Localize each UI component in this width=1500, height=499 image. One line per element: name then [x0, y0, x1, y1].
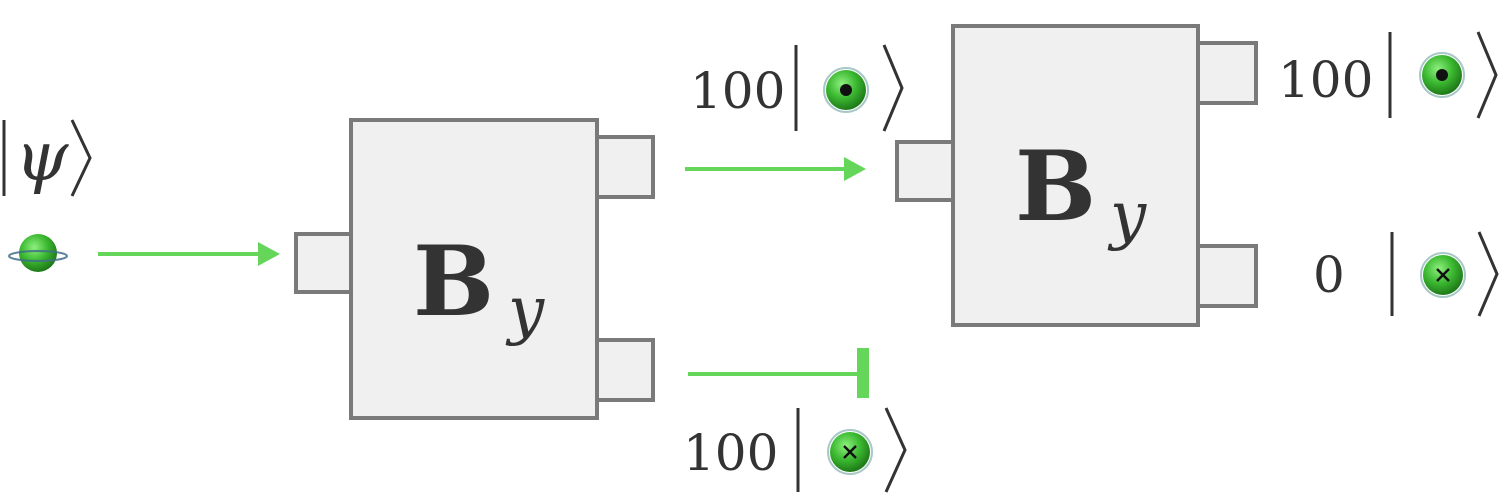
device-1-lower-ket: 100 — [683, 407, 907, 493]
device-1-upper-count: 100 — [690, 62, 785, 120]
device-1-lower-count: 100 — [683, 424, 778, 482]
device-2-lower-ket: 0 — [1313, 231, 1499, 317]
device-1-upper-port — [595, 135, 655, 199]
lower-beam-blocked — [688, 348, 869, 398]
input-beam-arrow — [98, 242, 280, 266]
input-ket: ψ — [2, 118, 92, 197]
device-1-body — [349, 118, 599, 420]
psi-symbol: ψ — [15, 118, 69, 197]
device-2-upper-port — [1196, 41, 1258, 105]
device-2-body — [951, 24, 1200, 327]
device-1-upper-ket: 100 — [690, 44, 904, 132]
upper-beam-arrow — [685, 157, 866, 181]
device-1-subscript: y — [505, 274, 545, 348]
cross-in-circle-icon — [827, 429, 873, 475]
particle-with-ring-icon — [8, 234, 68, 272]
device-1-label: B — [413, 225, 494, 338]
beam-blocker — [857, 348, 869, 398]
device-2-upper-ket: 100 — [1278, 31, 1498, 119]
device-1-lower-port — [595, 338, 655, 402]
device-2-lower-count: 0 — [1313, 246, 1345, 304]
device-2-lower-port — [1196, 244, 1258, 308]
dot-in-circle-icon — [823, 67, 869, 113]
device-1: B y — [294, 118, 655, 420]
dot-in-circle-icon — [1419, 52, 1465, 98]
device-2-label: B — [1015, 130, 1096, 243]
cross-in-circle-icon — [1420, 252, 1466, 298]
device-1-input-port — [294, 232, 354, 294]
device-2-input-port — [895, 140, 955, 202]
device-2: B y — [895, 24, 1258, 327]
device-2-upper-count: 100 — [1278, 51, 1373, 109]
device-2-subscript: y — [1107, 179, 1147, 253]
